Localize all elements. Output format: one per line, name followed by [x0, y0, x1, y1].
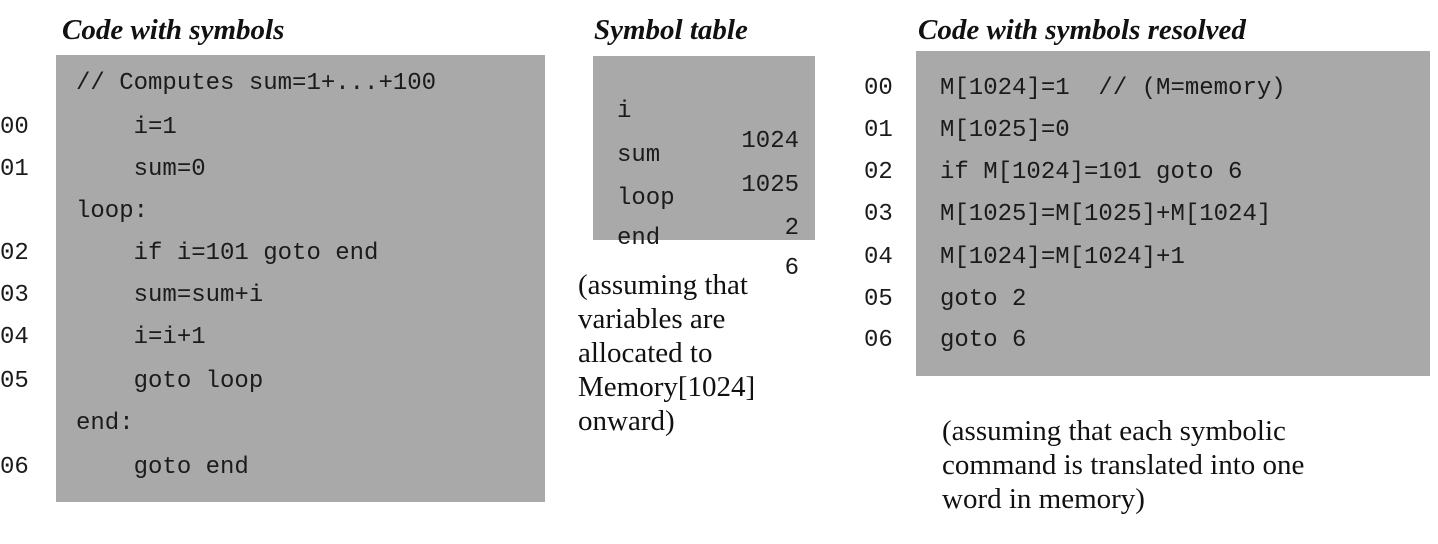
- symbol-address: 6: [784, 255, 799, 282]
- code-line: M[1024]=1 // (M=memory): [940, 75, 1286, 102]
- code-line: loop:: [76, 198, 149, 225]
- line-number: 05: [864, 286, 893, 313]
- symbol-table-row: end 6: [593, 194, 815, 282]
- symbol-address: 2: [784, 215, 799, 242]
- symbol-name: sum: [617, 142, 661, 169]
- heading-code-with-symbols: Code with symbols: [62, 14, 285, 46]
- code-line: end:: [76, 410, 134, 437]
- line-number: 06: [864, 327, 893, 354]
- line-number: 01: [0, 156, 29, 183]
- symbol-address: 1025: [741, 172, 799, 199]
- code-line: goto loop: [76, 368, 264, 395]
- code-line: M[1025]=M[1025]+M[1024]: [940, 201, 1272, 228]
- code-resolved-note: (assuming that each symbolic command is …: [942, 414, 1304, 516]
- heading-symbol-table: Symbol table: [594, 14, 748, 46]
- code-line: sum=0: [76, 156, 206, 183]
- note-line: allocated to: [578, 337, 713, 369]
- line-number: 05: [0, 368, 29, 395]
- note-line: variables are: [578, 303, 726, 335]
- line-number: 01: [864, 117, 893, 144]
- note-line: word in memory): [942, 483, 1145, 515]
- symbol-table-panel: i 1024 sum 1025 loop 2 end 6: [593, 56, 815, 282]
- line-number: 00: [0, 114, 29, 141]
- symbol-table-note: (assuming that variables are allocated t…: [578, 268, 755, 438]
- heading-code-resolved: Code with symbols resolved: [918, 14, 1246, 46]
- symbol-table-row: i 1024: [593, 67, 815, 155]
- code-line: i=i+1: [76, 324, 206, 351]
- line-number: 04: [864, 244, 893, 271]
- symbol-address: 1024: [741, 128, 799, 155]
- symbol-name: end: [617, 225, 661, 252]
- line-number: 03: [0, 282, 29, 309]
- code-line: goto end: [76, 454, 249, 481]
- code-resolved-panel: [916, 51, 1430, 376]
- note-line: Memory[1024]: [578, 371, 756, 403]
- code-line: sum=sum+i: [76, 282, 264, 309]
- symbol-table-row: sum 1025: [593, 111, 815, 199]
- line-number: 04: [0, 324, 29, 351]
- code-line: i=1: [76, 114, 177, 141]
- code-line: M[1025]=0: [940, 117, 1070, 144]
- symbol-name: i: [617, 98, 632, 125]
- line-number: 00: [864, 75, 893, 102]
- code-line: if M[1024]=101 goto 6: [940, 159, 1243, 186]
- note-line: (assuming that each symbolic: [942, 415, 1286, 447]
- code-line: goto 2: [940, 286, 1027, 313]
- line-number: 02: [864, 159, 893, 186]
- line-number: 06: [0, 454, 29, 481]
- note-line: command is translated into one: [942, 449, 1305, 481]
- code-line: M[1024]=M[1024]+1: [940, 244, 1185, 271]
- symbol-table-row: loop 2: [593, 154, 815, 242]
- code-line: // Computes sum=1+...+100: [76, 70, 437, 97]
- code-with-symbols-panel: [56, 55, 545, 502]
- code-line: goto 6: [940, 327, 1027, 354]
- line-number: 02: [0, 240, 29, 267]
- note-line: (assuming that: [578, 269, 748, 301]
- note-line: onward): [578, 405, 675, 437]
- code-line: if i=101 goto end: [76, 240, 379, 267]
- symbol-name: loop: [617, 185, 675, 212]
- line-number: 03: [864, 201, 893, 228]
